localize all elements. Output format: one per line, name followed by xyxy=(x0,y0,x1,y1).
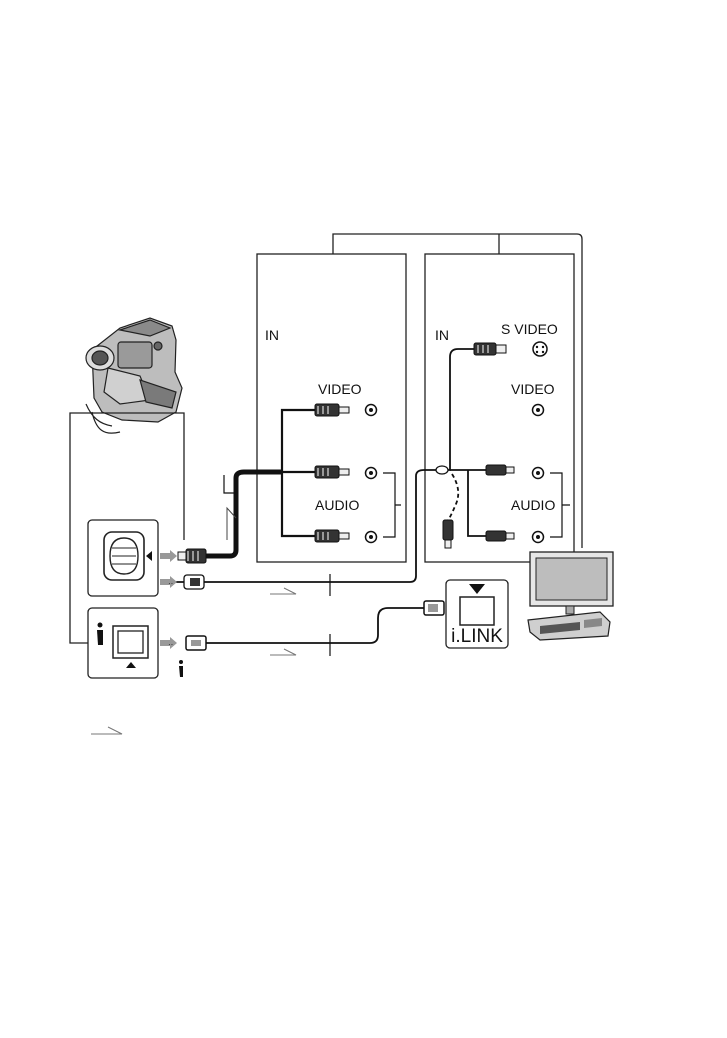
camcorder-icon xyxy=(86,318,182,433)
right-audio-label: AUDIO xyxy=(511,497,555,513)
right-audio-jack-l xyxy=(533,468,544,479)
dangling-video-plug xyxy=(443,520,453,548)
right-in-label: IN xyxy=(435,327,449,343)
av-out-jack-box xyxy=(88,520,158,596)
left-video-label: VIDEO xyxy=(318,381,362,397)
right-video-label: VIDEO xyxy=(511,381,555,397)
right-av-plug-l xyxy=(486,465,514,475)
legend-signal-flow-arrow xyxy=(91,727,122,734)
svideo-plug-camcorder xyxy=(184,575,204,589)
television-icon xyxy=(530,552,613,614)
ilink-symbol-icon-cable xyxy=(179,660,183,677)
ilink-symbol-icon xyxy=(97,623,103,646)
av-plug-video xyxy=(315,404,349,416)
dotted-mark-ilink: ·· xyxy=(168,640,173,649)
right-audio-jack-r xyxy=(533,532,544,543)
right-device-panel: IN S VIDEO VIDEO AUDIO xyxy=(425,254,574,562)
ilink-port-box: i.LINK xyxy=(446,580,508,648)
right-video-jack xyxy=(533,405,544,416)
av-plug-audio-l xyxy=(315,466,349,478)
signal-flow-arrow-ilink xyxy=(270,649,296,655)
vcr-icon xyxy=(528,612,610,640)
svideo-plug-tv xyxy=(474,343,506,355)
signal-flow-arrow-svideo xyxy=(270,588,296,594)
left-audio-bracket xyxy=(383,473,401,537)
right-panel-frame xyxy=(425,254,574,562)
ilink-plug-camcorder xyxy=(186,636,206,650)
ilink-label: i.LINK xyxy=(451,626,503,647)
ilink-cable xyxy=(206,608,424,656)
ilink-plug-device xyxy=(424,601,444,615)
av-connecting-cable xyxy=(206,410,315,556)
dv-jack-box xyxy=(88,608,158,678)
left-in-label: IN xyxy=(265,327,279,343)
left-audio-jack-l xyxy=(366,468,377,479)
dotted-mark-svideo: ·· xyxy=(168,579,173,588)
right-svideo-label: S VIDEO xyxy=(501,321,558,337)
right-av-plug-r xyxy=(486,531,514,541)
av-plug-audio-r xyxy=(315,530,349,542)
left-audio-jack-r xyxy=(366,532,377,543)
left-audio-label: AUDIO xyxy=(315,497,359,513)
right-svideo-jack xyxy=(533,342,547,356)
av-plug-camcorder xyxy=(178,549,206,563)
gray-arrow-av xyxy=(160,550,177,562)
left-video-jack xyxy=(366,405,377,416)
